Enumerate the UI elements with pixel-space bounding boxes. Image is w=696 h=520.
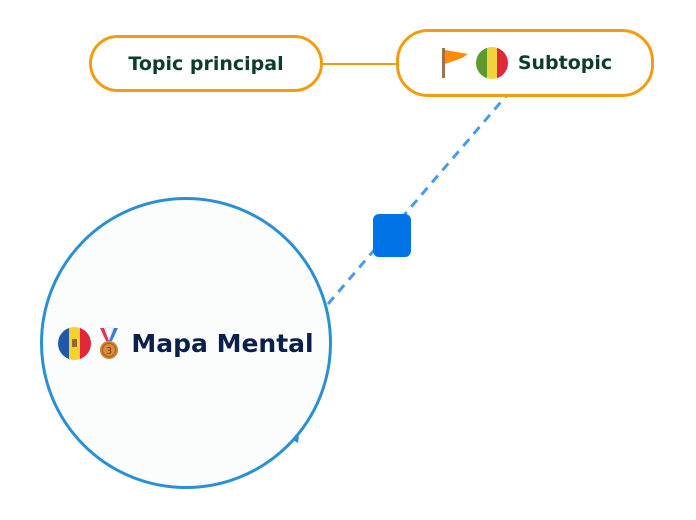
subtopic-label: Subtopic — [517, 52, 613, 74]
central-topic-label: Mapa Mental — [131, 328, 314, 358]
moldova-flag-icon — [58, 326, 92, 360]
mali-flag-icon — [475, 47, 508, 79]
topic-principal-label: Topic principal — [128, 52, 284, 75]
relationship-control-handle[interactable] — [373, 214, 411, 257]
subtopic-node[interactable]: Subtopic — [396, 29, 654, 97]
orange-flag-icon — [438, 46, 472, 80]
svg-text:3: 3 — [106, 346, 112, 357]
central-topic-node[interactable]: 3 Mapa Mental — [40, 197, 332, 489]
relationship-arrow-marker — [293, 436, 299, 443]
bronze-medal-icon: 3 — [97, 327, 121, 360]
relationship-dashed-line[interactable] — [326, 67, 532, 305]
topic-principal-node[interactable]: Topic principal — [89, 35, 323, 92]
